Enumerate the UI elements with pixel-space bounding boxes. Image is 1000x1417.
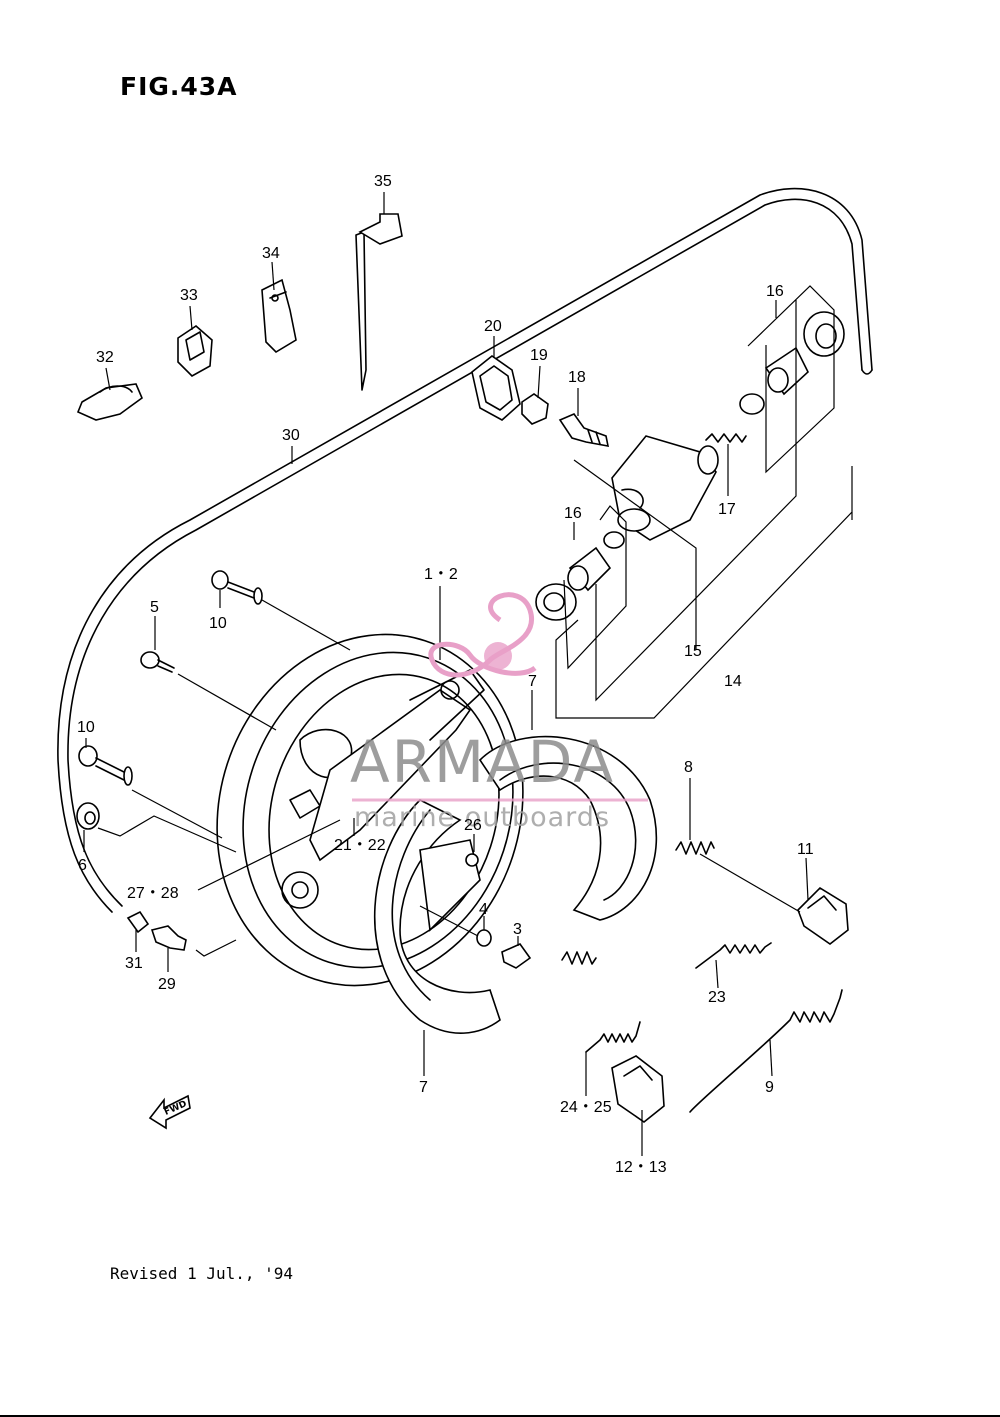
clip-12-13	[611, 1055, 665, 1123]
clip-34	[261, 278, 297, 354]
callout-19: 19	[530, 347, 548, 364]
callout-1-2: 1・2	[424, 566, 458, 583]
callout-16-upper: 16	[766, 283, 784, 300]
clip-31	[126, 910, 150, 934]
callout-29: 29	[158, 976, 176, 993]
callout-26: 26	[464, 817, 482, 834]
brake-pipe-30-outline	[67, 198, 863, 907]
spring-17	[705, 433, 747, 443]
callout-5: 5	[150, 599, 159, 616]
pin-26	[465, 853, 479, 867]
brake-shoe-upper	[478, 735, 658, 921]
callout-21-22: 21・22	[334, 837, 386, 854]
callout-14: 14	[724, 673, 742, 690]
callout-6: 6	[78, 857, 87, 874]
callout-9: 9	[765, 1079, 774, 1096]
spring-24-25	[585, 1021, 641, 1053]
watermark-tagline: marine outboards	[354, 802, 610, 833]
callout-20: 20	[484, 318, 502, 335]
parking-lever	[309, 669, 485, 862]
callout-23: 23	[708, 989, 726, 1006]
bolt-3	[501, 943, 532, 969]
group-brackets	[555, 285, 853, 719]
bolt-5	[140, 651, 175, 673]
boot-20	[471, 355, 521, 421]
callout-27-28: 27・28	[127, 885, 179, 902]
nut-4	[476, 929, 492, 947]
brake-pipe-30	[57, 187, 873, 913]
fwd-arrow-icon: FWD	[148, 1094, 191, 1130]
pipe-end	[861, 369, 873, 375]
callout-12-13: 12・13	[615, 1159, 667, 1176]
callout-11: 11	[797, 841, 814, 858]
callout-32: 32	[96, 349, 114, 366]
callout-7-lower: 7	[419, 1079, 428, 1096]
figure-title: FIG.43A	[120, 72, 238, 101]
callout-8: 8	[684, 759, 693, 776]
piston-set-upper	[739, 311, 845, 415]
clip-32	[76, 383, 143, 421]
bleeder-cap-19	[521, 393, 549, 425]
watermark-logo-icon	[428, 592, 537, 678]
wheel-cylinder	[611, 435, 719, 541]
callout-34: 34	[262, 245, 280, 262]
bleeder-screw-18	[558, 413, 610, 447]
clip-35	[355, 213, 403, 391]
clip-11	[797, 886, 849, 945]
callout-31: 31	[125, 955, 143, 972]
spring-9	[689, 989, 843, 1113]
revision-note: Revised 1 Jul., '94	[110, 1264, 294, 1283]
callout-18: 18	[568, 369, 586, 386]
leader-lines	[83, 192, 809, 1156]
callout-35: 35	[374, 173, 392, 190]
callout-16-lower: 16	[564, 505, 582, 522]
callout-10-upper: 10	[209, 615, 227, 632]
callout-33: 33	[180, 287, 198, 304]
watermark-logo-dot	[484, 642, 512, 670]
callout-7-upper: 7	[528, 673, 537, 690]
spring-8-lower	[561, 951, 597, 965]
piston-set-lower	[535, 531, 625, 621]
callout-labels: 35 34 33 32 30 20 19 18 16 17 16 1・2 10 …	[77, 173, 814, 1176]
watermark: ARMADA marine outboards	[350, 592, 648, 833]
nut-6	[76, 802, 100, 830]
callout-24-25: 24・25	[560, 1099, 612, 1116]
brake-shoe-lower	[373, 799, 501, 1034]
spring-23	[695, 942, 772, 969]
callout-3: 3	[513, 921, 522, 938]
clip-33	[177, 324, 213, 377]
callout-4: 4	[479, 901, 488, 918]
bolt-10-lower	[78, 745, 133, 786]
callout-17: 17	[718, 501, 736, 518]
callout-15: 15	[684, 643, 702, 660]
spring-8	[675, 841, 715, 855]
callout-30: 30	[282, 427, 300, 444]
callout-10-lower: 10	[77, 719, 95, 736]
bolt-29	[150, 925, 187, 951]
watermark-brand: ARMADA	[350, 728, 615, 796]
bolt-10-upper	[211, 570, 263, 605]
